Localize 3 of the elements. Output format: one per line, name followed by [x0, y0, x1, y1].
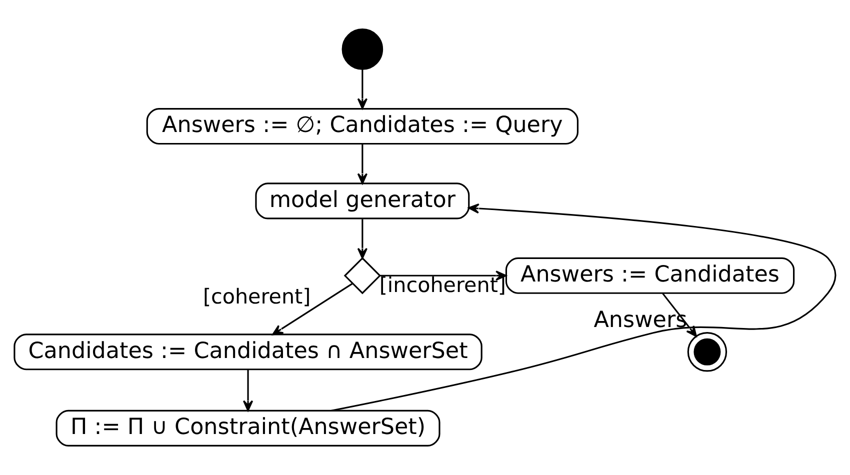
edge-label: [incoherent] — [379, 273, 506, 298]
edge-label: [coherent] — [202, 284, 311, 308]
node-label: Answers — [594, 306, 688, 333]
